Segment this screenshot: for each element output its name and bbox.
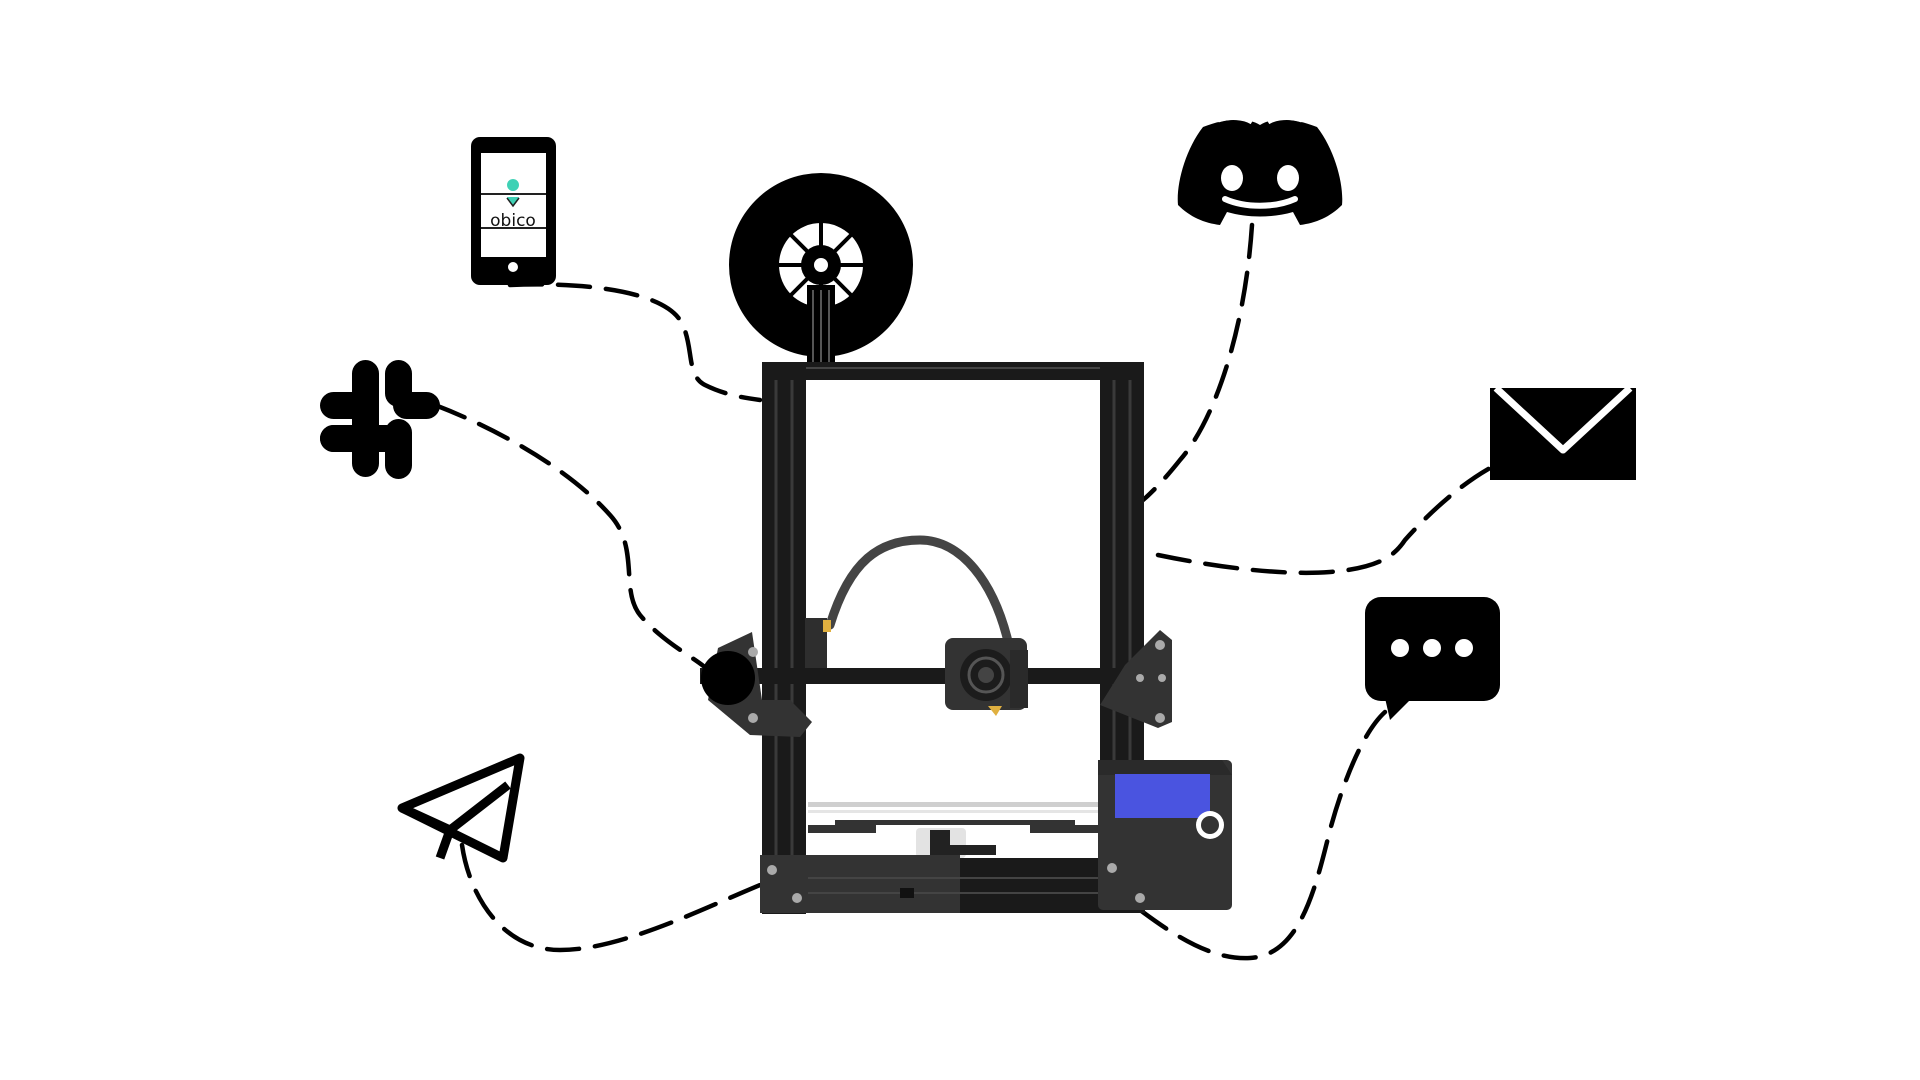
envelope-icon — [1490, 385, 1636, 480]
connector-discord — [1127, 222, 1255, 513]
telegram-icon — [397, 753, 525, 863]
filament-spool — [729, 173, 913, 365]
obico-app-label: obico — [490, 211, 536, 231]
obico-pin-icon — [507, 179, 520, 206]
phone-app-node: obico — [471, 137, 556, 285]
connector-telegram — [459, 842, 763, 953]
connector-phone — [507, 282, 763, 403]
connector-sms — [1137, 709, 1388, 961]
3d-printer-icon — [700, 173, 1232, 914]
chat-bubble-icon — [1365, 597, 1500, 720]
connector-email — [1155, 465, 1493, 576]
printer-control-box — [1098, 760, 1232, 910]
lcd-screen — [1115, 774, 1210, 818]
smartphone-icon — [471, 137, 556, 285]
discord-icon — [1177, 115, 1343, 225]
slack-icon — [320, 360, 440, 479]
connector-slack — [432, 402, 713, 675]
connector-lines — [432, 222, 1493, 961]
